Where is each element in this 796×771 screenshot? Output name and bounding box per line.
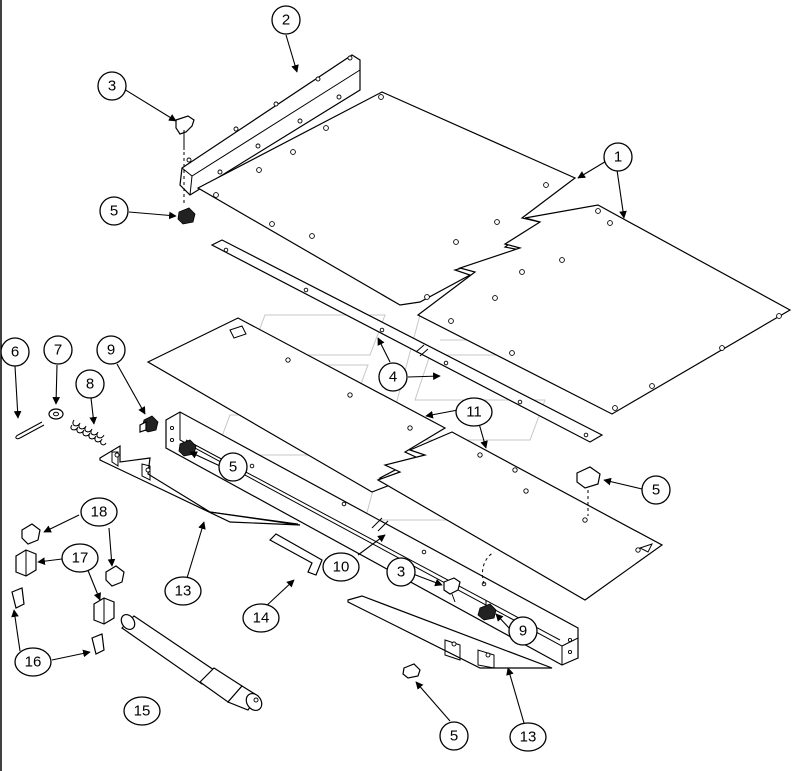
callout-label: 1: [614, 149, 622, 166]
leader-lines: [11, 34, 643, 724]
callout-5-right: 5: [641, 475, 671, 505]
callout-label: 4: [389, 369, 397, 386]
callout-label: 5: [229, 459, 237, 476]
part-17-clamp-left: [15, 549, 37, 577]
part-14-handle: [269, 533, 323, 576]
callout-13-upper: 13: [164, 576, 202, 606]
callout-18: 18: [80, 497, 118, 527]
callout-16: 16: [14, 647, 52, 677]
part-7-washer: [48, 408, 64, 420]
callout-label: 11: [466, 404, 482, 421]
callout-7: 7: [43, 335, 73, 365]
callout-label: 14: [253, 610, 270, 627]
part-13-bracket-lower: [347, 595, 553, 669]
callout-5-upper: 5: [99, 196, 129, 226]
part-16-bolt-left: [11, 587, 25, 609]
part-5-nut-right: [576, 466, 601, 516]
callout-label: 3: [108, 78, 116, 95]
callout-17: 17: [61, 543, 99, 573]
callout-8: 8: [75, 369, 105, 399]
callout-label: 6: [11, 344, 19, 361]
callout-label: 16: [25, 654, 42, 671]
part-2-rail: [179, 54, 361, 196]
part-11-panel-right: [376, 431, 664, 601]
callout-10: 10: [322, 552, 360, 582]
callout-label: 15: [134, 703, 151, 720]
callout-label: 9: [107, 342, 115, 359]
part-9-fitting-upper: [139, 415, 159, 433]
callout-9-upper: 9: [96, 335, 126, 365]
part-3-screw-upper: [175, 115, 195, 205]
callout-label: 17: [72, 550, 89, 567]
part-4-strip: [210, 239, 604, 443]
part-5-nut-lower: [402, 663, 421, 679]
callout-15: 15: [123, 696, 161, 726]
callout-label: 10: [333, 559, 350, 576]
callout-label: 5: [652, 482, 660, 499]
part-8-spring: [70, 419, 107, 446]
callout-label: 5: [110, 203, 118, 220]
part-6-pin: [15, 421, 45, 440]
part-1-panel-upper: [196, 91, 577, 306]
part-15-roller: [120, 613, 263, 711]
callout-label: 5: [450, 728, 458, 745]
callout-label: 7: [54, 342, 62, 359]
callout-label: 18: [91, 504, 108, 521]
callout-5-mid-left: 5: [218, 452, 248, 482]
part-18-nut-right: [105, 565, 125, 587]
callout-label: 13: [175, 583, 192, 600]
part-13-bracket-upper: [99, 444, 301, 526]
part-17-clamp-right: [93, 597, 115, 625]
part-16-bolt-right: [91, 633, 105, 655]
callout-label: 9: [519, 623, 527, 640]
callout-3-lower: 3: [386, 557, 416, 587]
part-10-angle-bar: [165, 411, 579, 666]
callout-3-upper: 3: [97, 71, 127, 101]
callout-5-lower: 5: [439, 721, 469, 751]
callout-label: 13: [520, 729, 537, 746]
part-1-panel-lower: [416, 204, 792, 415]
part-18-nut-left: [21, 523, 41, 545]
callout-label: 3: [397, 564, 405, 581]
callout-label: 2: [282, 12, 290, 29]
part-3-screw-lower: [443, 577, 461, 603]
part-9-fitting-lower: [477, 600, 497, 621]
callout-13-lower: 13: [509, 722, 547, 752]
callout-14: 14: [242, 603, 280, 633]
callout-2: 2: [271, 5, 301, 35]
callout-11: 11: [455, 397, 493, 427]
callout-label: 8: [86, 376, 94, 393]
callout-1: 1: [603, 142, 633, 172]
callout-4: 4: [378, 362, 408, 392]
callout-6: 6: [0, 337, 30, 367]
callout-9-lower: 9: [508, 616, 538, 646]
part-11-panel-left: [146, 317, 447, 493]
part-5-nut-upper: [177, 207, 196, 225]
